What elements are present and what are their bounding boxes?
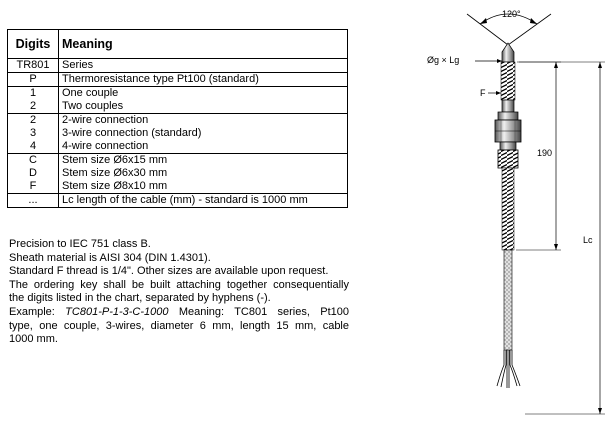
dimension-190: 190: [516, 61, 561, 251]
note-sheath: Sheath material is AISI 304 (DIN 1.4301)…: [9, 251, 211, 264]
digit-cell: C: [7, 153, 59, 167]
upper-spring: [500, 61, 516, 101]
f-label: F: [480, 88, 486, 98]
digit-cell: 4: [7, 140, 59, 154]
note-example-line1: Example: TC801-P-1-3-C-1000 Meaning: TC8…: [9, 306, 349, 320]
meaning-cell: Stem size Ø6x15 mm: [58, 153, 348, 167]
cable-wires: [496, 350, 521, 388]
sensor-tip: [501, 42, 515, 63]
meaning-cell: 3-wire connection (standard): [58, 127, 348, 140]
digit-cell: P: [7, 72, 59, 87]
notes-block: Precision to IEC 751 class B. Sheath mat…: [9, 238, 349, 347]
digit-cell: 1: [7, 86, 59, 100]
meaning-cell: Thermoresistance type Pt100 (standard): [58, 72, 348, 87]
meaning-cell: 4-wire connection: [58, 140, 348, 154]
note-thread: Standard F thread is 1/4". Other sizes a…: [9, 265, 329, 278]
length-lc-label: Lc: [583, 235, 593, 245]
meaning-cell: Lc length of the cable (mm) - standard i…: [58, 193, 348, 208]
meaning-cell: One couple: [58, 86, 348, 100]
angle-label: 120°: [502, 9, 521, 19]
sensor-drawing: 120° Øg × Lg F 190: [427, 9, 605, 415]
fitting-body: [494, 99, 522, 169]
dimension-lc: Lc: [517, 61, 605, 415]
example-label: Example:: [9, 305, 55, 318]
digit-cell: ...: [7, 193, 59, 208]
example-meaning-label: Meaning:: [178, 305, 225, 318]
meaning-cell: Series: [58, 58, 348, 73]
braided-cable: [503, 249, 513, 351]
meaning-cell: Two couples: [58, 100, 348, 114]
f-dimension: F: [480, 88, 501, 98]
note-example-line3: 1000 mm.: [9, 333, 58, 346]
digit-cell: 2: [7, 113, 59, 127]
digit-cell: F: [7, 180, 59, 194]
example-meaning-text: TC801 series, Pt100: [234, 305, 349, 318]
length-190-label: 190: [537, 148, 552, 158]
meaning-cell: 2-wire connection: [58, 113, 348, 127]
note-ordering-line2: the digits listed in the chart, separate…: [9, 292, 271, 305]
tip-dimension: Øg × Lg: [427, 55, 502, 65]
meaning-cell: Stem size Ø6x30 mm: [58, 167, 348, 180]
header-meaning: Meaning: [58, 29, 348, 59]
table-row: ...Lc length of the cable (mm) - standar…: [7, 193, 348, 208]
header-digits: Digits: [7, 29, 59, 59]
example-code: TC801-P-1-3-C-1000: [65, 305, 169, 318]
note-precision: Precision to IEC 751 class B.: [9, 238, 151, 250]
digit-cell: D: [7, 167, 59, 180]
digit-cell: TR801: [7, 58, 59, 73]
note-example-line2: type, one couple, 3-wires, diameter 6 mm…: [9, 319, 349, 332]
digit-cell: 2: [7, 100, 59, 114]
knurled-nut: [497, 149, 519, 169]
digit-cell: 3: [7, 127, 59, 140]
note-ordering-line1: The ordering key shall be built attachin…: [9, 278, 349, 291]
angle-dimension: 120°: [466, 9, 552, 46]
lower-spring: [501, 167, 515, 251]
meaning-cell: Stem size Ø8x10 mm: [58, 180, 348, 194]
tip-label: Øg × Lg: [427, 55, 459, 65]
